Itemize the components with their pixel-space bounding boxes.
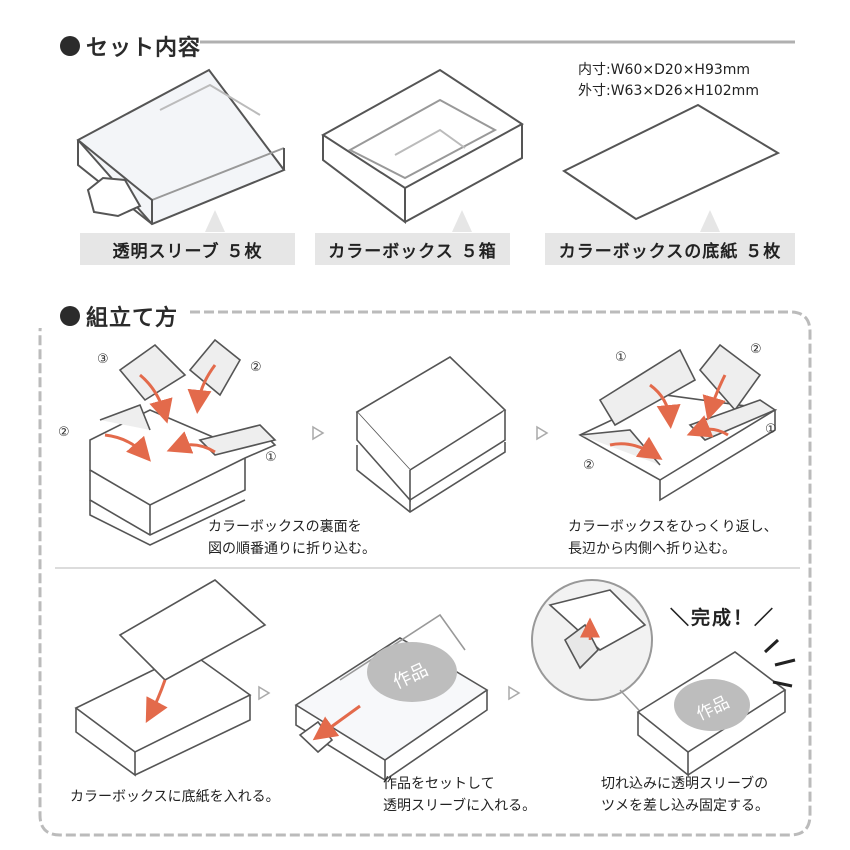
caption-line: 長辺から内側へ折り込む。 bbox=[568, 541, 736, 557]
item-label-text: カラーボックスの底紙 ５枚 bbox=[558, 241, 782, 262]
step2-caption: カラーボックスをひっくり返し、 長辺から内側へ折り込む。 bbox=[568, 516, 778, 560]
step5-arrow bbox=[312, 704, 361, 741]
fold-number: ② bbox=[250, 360, 262, 375]
item-label-box: カラーボックス ５箱 bbox=[315, 233, 510, 265]
caption-line: ツメを差し込み固定する。 bbox=[601, 798, 769, 814]
caption-line: 作品をセットして bbox=[383, 776, 495, 792]
section-title-contents: セット内容 bbox=[60, 30, 201, 62]
bullet-dot-icon bbox=[60, 306, 80, 326]
caption-line: 図の順番通りに折り込む。 bbox=[208, 541, 376, 557]
item-label-text: カラーボックス ５箱 bbox=[328, 241, 497, 262]
caption-line: 透明スリーブに入れる。 bbox=[383, 798, 537, 814]
step4-caption: 作品をセットして 透明スリーブに入れる。 bbox=[383, 773, 536, 817]
caption-line: 切れ込みに透明スリーブの bbox=[601, 776, 769, 792]
step1-arrows bbox=[104, 364, 217, 462]
step3-caption: カラーボックスに底紙を入れる。 bbox=[70, 786, 280, 808]
fold-number: ① bbox=[265, 450, 277, 465]
step2-illustration bbox=[355, 356, 507, 513]
artwork-oval-step5 bbox=[367, 642, 457, 702]
step4-illustration bbox=[74, 579, 267, 777]
step3-illustration bbox=[578, 343, 778, 502]
step-chevron-3 bbox=[258, 685, 271, 701]
step-chevron-2 bbox=[536, 425, 549, 441]
step-chevron-1 bbox=[312, 425, 325, 441]
step-chevron-4 bbox=[508, 685, 521, 701]
fold-number: ② bbox=[750, 342, 762, 357]
inner-dimensions: 内寸:W60×D20×H93mm bbox=[578, 62, 751, 78]
fold-number: ② bbox=[583, 458, 595, 473]
caption-line: カラーボックスの裏面を bbox=[208, 519, 362, 535]
bullet-dot-icon bbox=[60, 36, 80, 56]
fold-number: ① bbox=[615, 350, 627, 365]
section-title-text: セット内容 bbox=[86, 36, 202, 61]
dimensions-block: 内寸:W60×D20×H93mm 外寸:W63×D26×H102mm bbox=[578, 60, 759, 102]
item-label-base: カラーボックスの底紙 ５枚 bbox=[545, 233, 795, 265]
fold-number: ② bbox=[58, 425, 70, 440]
complete-label: ＼完成！／ bbox=[670, 607, 776, 629]
outer-dimensions: 外寸:W63×D26×H102mm bbox=[578, 83, 759, 99]
step1-illustration bbox=[89, 338, 277, 546]
clear-sleeve-illustration bbox=[76, 68, 286, 226]
color-box-illustration bbox=[321, 68, 524, 225]
item-label-text: 透明スリーブ ５枚 bbox=[112, 241, 263, 262]
fold-number: ① bbox=[765, 422, 777, 437]
item-label-sleeve: 透明スリーブ ５枚 bbox=[80, 233, 295, 265]
section-title-text: 組立て方 bbox=[86, 306, 179, 331]
caption-line: カラーボックスに底紙を入れる。 bbox=[70, 789, 280, 805]
step5-caption: 切れ込みに透明スリーブの ツメを差し込み固定する。 bbox=[601, 773, 769, 817]
base-paper-illustration bbox=[562, 103, 781, 221]
sparkle-lines bbox=[763, 638, 796, 688]
section-title-assembly: 組立て方 bbox=[60, 300, 178, 332]
caption-line: カラーボックスをひっくり返し、 bbox=[568, 519, 778, 535]
artwork-oval-complete bbox=[674, 679, 750, 731]
step1-caption: カラーボックスの裏面を 図の順番通りに折り込む。 bbox=[208, 516, 376, 560]
step3-arrows bbox=[609, 374, 729, 460]
fold-number: ③ bbox=[97, 352, 109, 367]
step4-arrow bbox=[145, 679, 168, 723]
